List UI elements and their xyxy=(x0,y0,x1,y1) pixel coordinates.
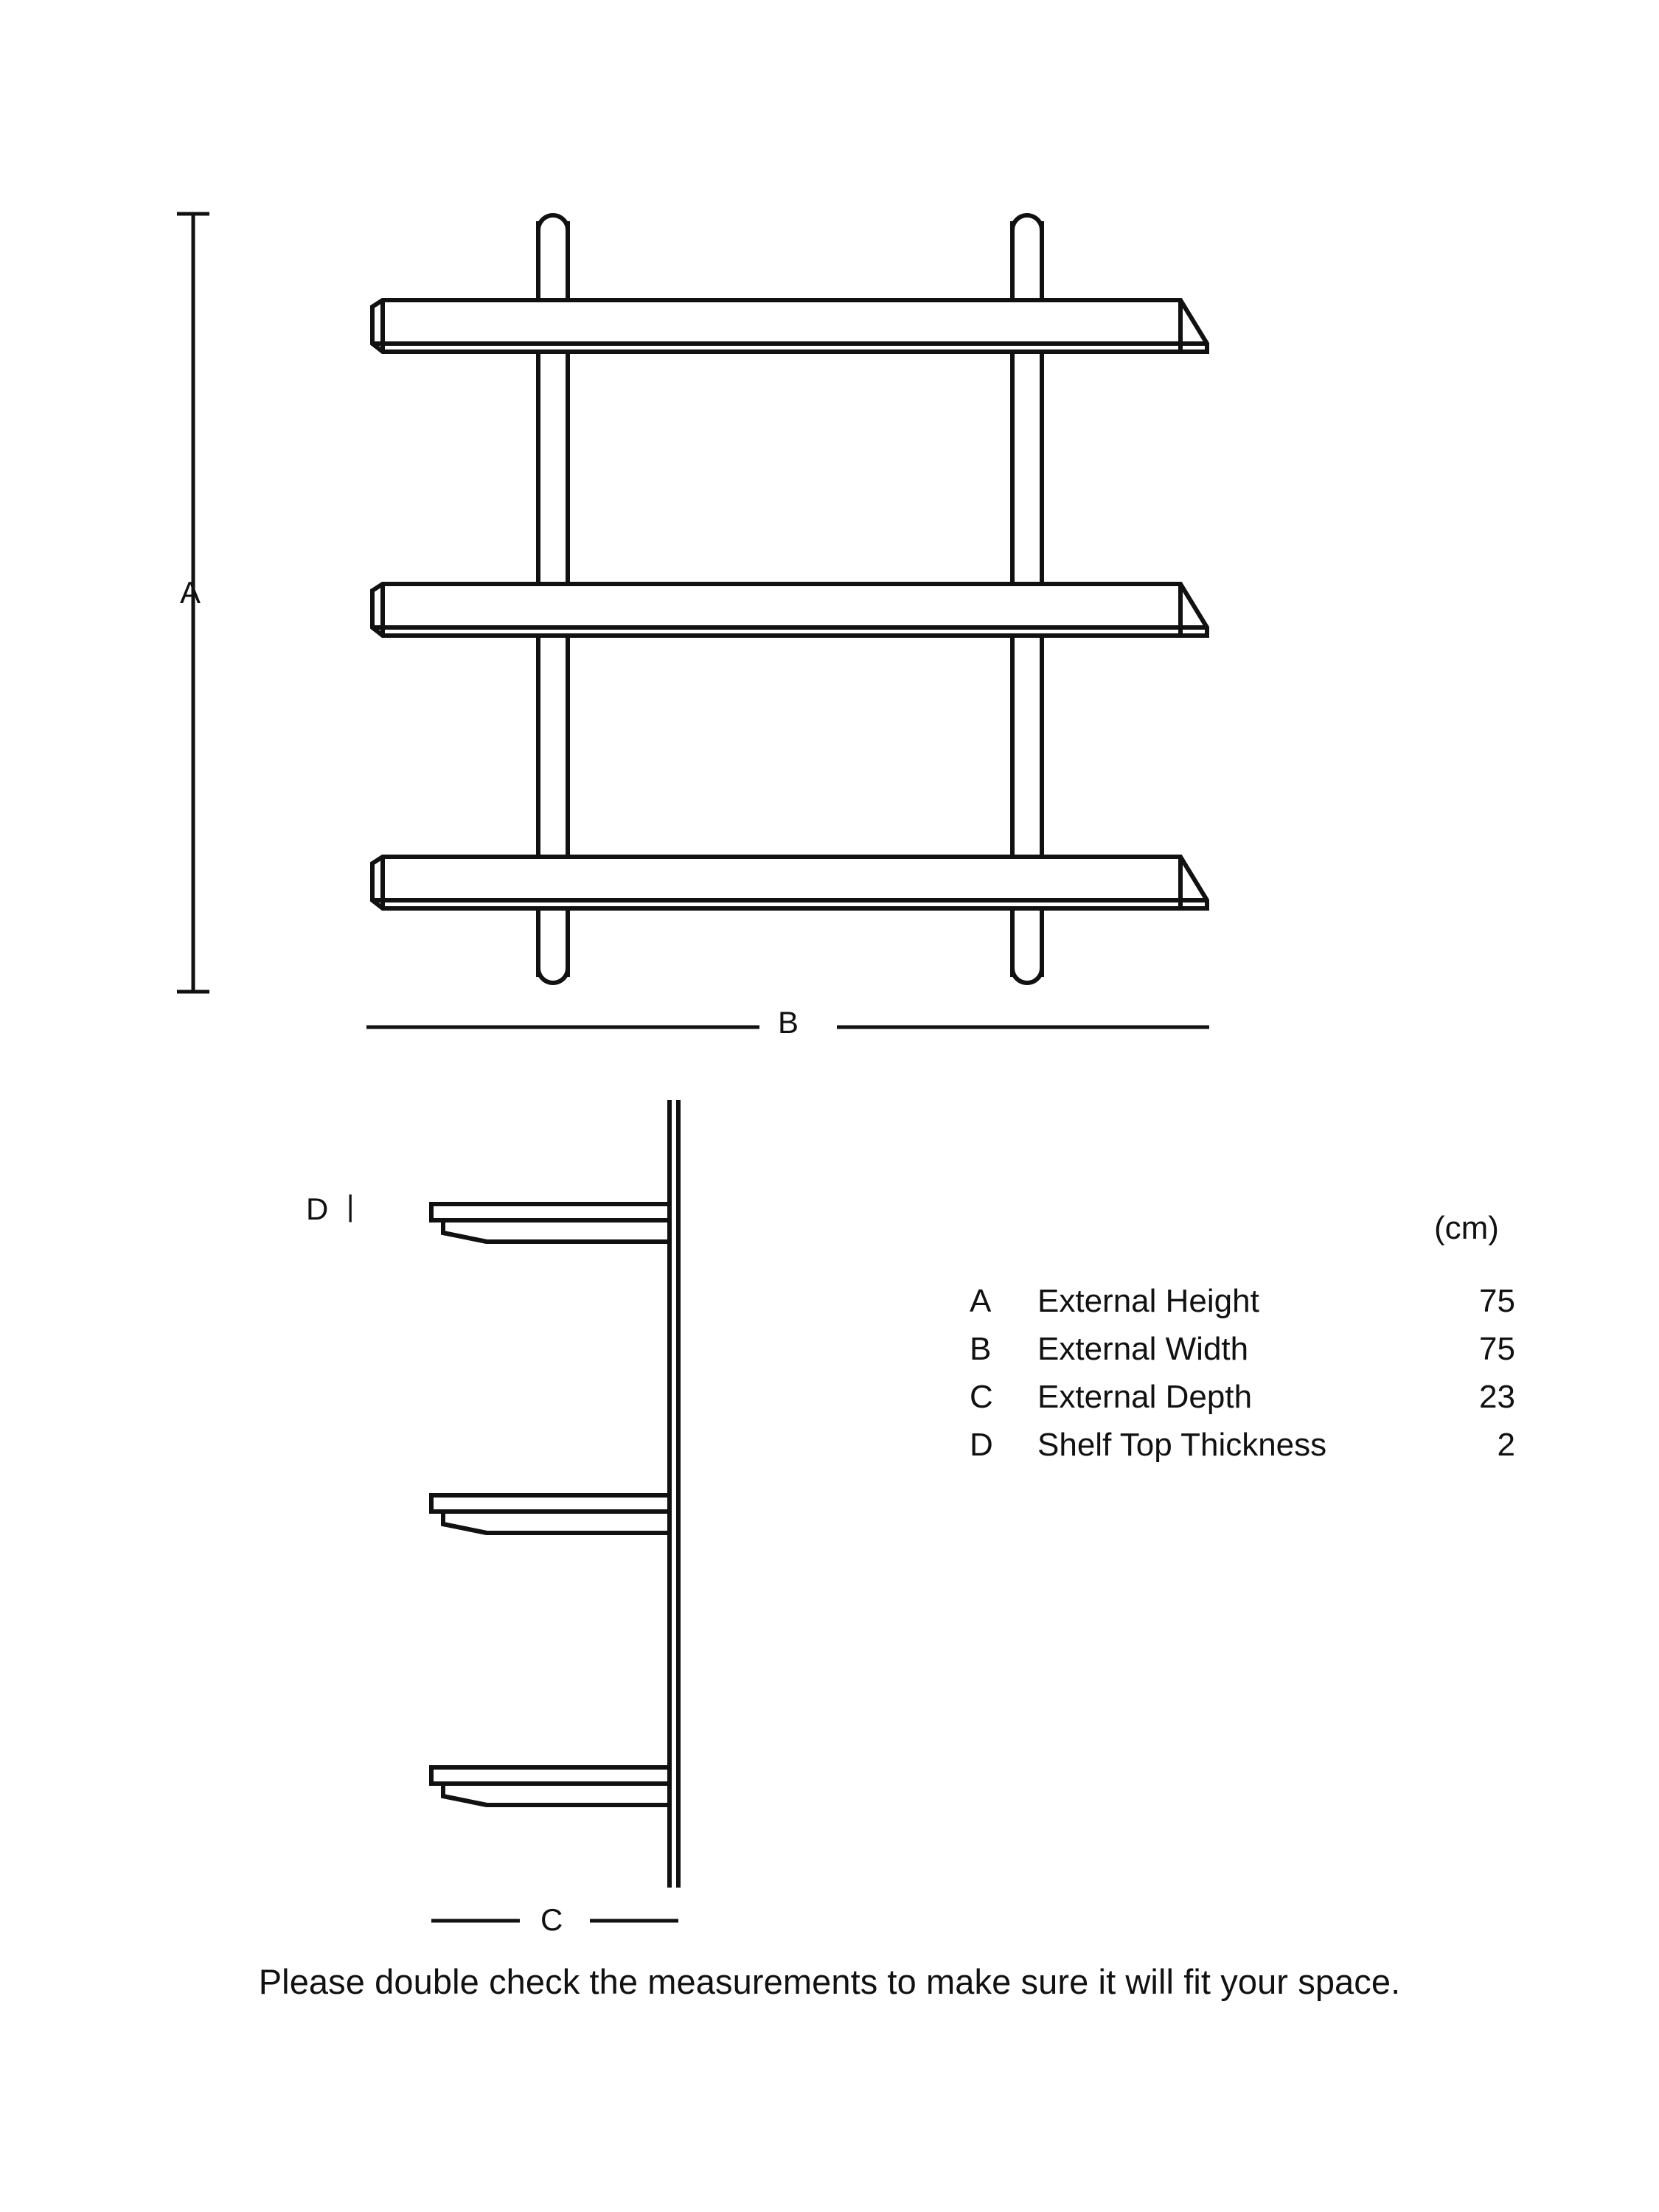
spec-value: 75 xyxy=(1479,1331,1515,1367)
spec-value: 23 xyxy=(1479,1379,1515,1415)
table-row: D Shelf Top Thickness 2 xyxy=(970,1427,1515,1475)
table-row: A External Height 75 xyxy=(970,1283,1515,1331)
spec-table: A External Height 75 B External Width 75… xyxy=(970,1283,1515,1475)
dimension-label-d: D xyxy=(306,1192,329,1226)
front-view-group xyxy=(177,212,1209,1029)
side-view-group xyxy=(429,1100,681,1923)
side-shelf-top xyxy=(429,1202,672,1244)
spec-unit-label: (cm) xyxy=(1434,1210,1499,1246)
spec-key: B xyxy=(970,1331,992,1367)
spec-key: A xyxy=(970,1283,992,1319)
dimension-label-b: B xyxy=(778,1005,799,1040)
side-shelf-bottom xyxy=(429,1765,672,1807)
spec-name: Shelf Top Thickness xyxy=(1037,1427,1327,1463)
spec-name: External Height xyxy=(1037,1283,1259,1319)
spec-key: D xyxy=(970,1427,993,1463)
spec-key: C xyxy=(970,1379,993,1415)
table-row: B External Width 75 xyxy=(970,1331,1515,1379)
side-shelf-middle xyxy=(429,1493,672,1535)
front-shelf-top xyxy=(370,298,1209,354)
spec-name: External Width xyxy=(1037,1331,1249,1367)
spec-name: External Depth xyxy=(1037,1379,1253,1415)
footnote-text: Please double check the measurements to … xyxy=(258,1962,1401,2001)
dimension-line-height xyxy=(177,212,209,994)
front-shelf-bottom xyxy=(370,855,1209,911)
dimension-label-c: C xyxy=(540,1902,563,1937)
spec-value: 2 xyxy=(1497,1427,1515,1463)
spec-value: 75 xyxy=(1479,1283,1515,1319)
dimension-tick-d-icon: | xyxy=(347,1190,355,1222)
table-row: C External Depth 23 xyxy=(970,1379,1515,1427)
dimension-label-a: A xyxy=(180,575,201,610)
front-shelf-middle xyxy=(370,582,1209,638)
